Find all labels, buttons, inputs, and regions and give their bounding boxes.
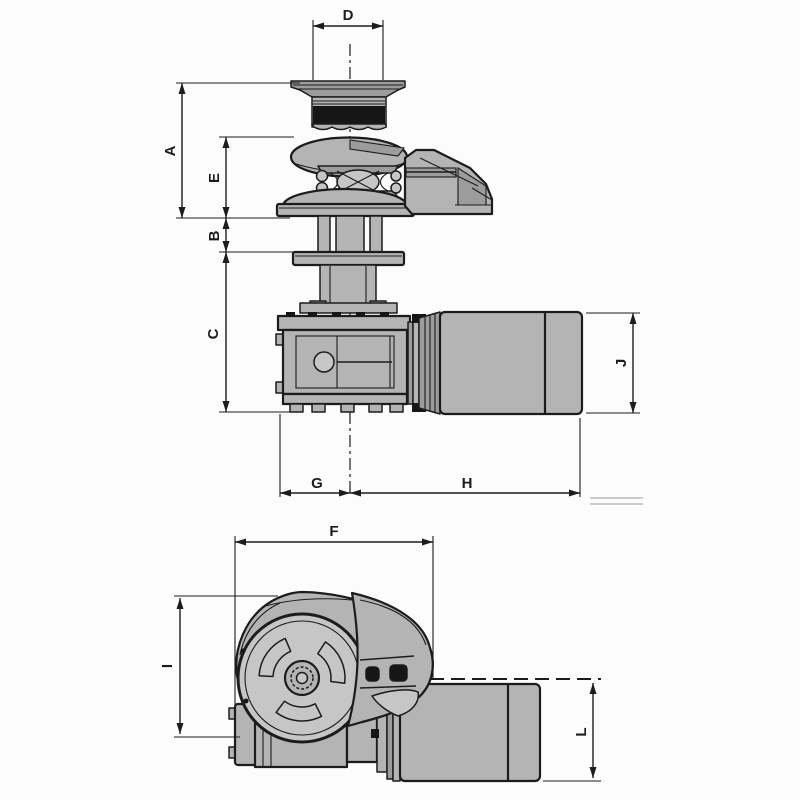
mounting-studs	[317, 215, 383, 254]
dim-label-G: G	[311, 475, 323, 492]
shaft-column	[299, 264, 398, 314]
base-plate	[275, 202, 416, 218]
gearbox	[275, 312, 412, 413]
handle-slot	[258, 637, 292, 678]
dim-label-B: B	[206, 230, 223, 241]
dim-label-D: D	[343, 7, 354, 24]
clutch-knob	[365, 666, 380, 682]
dimension-C: C	[205, 252, 300, 413]
dim-label-J: J	[613, 359, 630, 367]
capstan-drum	[290, 80, 406, 131]
motor-plan-view	[398, 682, 542, 783]
dimension-L: L	[430, 678, 601, 782]
clutch-cover-wedge	[403, 148, 494, 216]
dimension-G: G	[279, 414, 350, 497]
dimension-F: F	[234, 523, 434, 737]
dim-label-I: I	[159, 664, 176, 668]
plan-view: F I L	[159, 523, 601, 783]
oil-plug	[313, 351, 335, 373]
dimension-D: D	[312, 7, 384, 80]
dim-label-H: H	[462, 475, 473, 492]
dimension-E: E	[206, 136, 294, 218]
motor-side-view	[407, 310, 584, 416]
drum-black-band	[313, 106, 385, 124]
side-elevation-view: D A E B C G	[162, 7, 643, 505]
cover-slot-panel	[371, 689, 420, 717]
dimension-I: I	[159, 595, 278, 738]
dimension-J: J	[586, 312, 640, 414]
dimension-B: B	[206, 218, 295, 253]
gypsy-top-face	[236, 612, 368, 744]
deck-plate	[291, 250, 406, 267]
dim-label-L: L	[573, 727, 590, 736]
handle-slot	[275, 700, 323, 722]
clutch-knob	[389, 664, 408, 682]
dim-label-C: C	[205, 328, 222, 339]
handle-slot	[317, 641, 346, 684]
dimension-H: H	[350, 418, 581, 497]
dim-label-F: F	[329, 523, 338, 540]
cover-right-section	[346, 591, 434, 728]
dimension-A: A	[162, 82, 300, 219]
dome-notch-panel	[349, 139, 405, 157]
dim-label-A: A	[162, 145, 179, 156]
chainwheel-cover	[275, 136, 494, 218]
dim-label-E: E	[206, 173, 223, 183]
